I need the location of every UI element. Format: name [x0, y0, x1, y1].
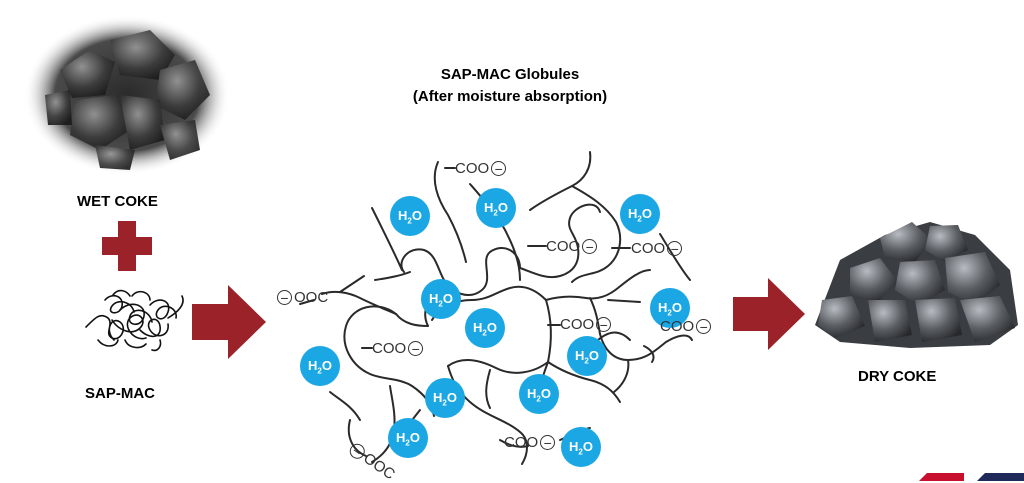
wet-coke-label: WET COKE: [77, 193, 158, 210]
carboxylate-group: COO−: [372, 340, 424, 357]
carboxylate-group: COO−: [660, 318, 712, 335]
water-molecule: H2O: [425, 378, 465, 418]
carboxylate-group: COO−: [546, 238, 598, 255]
carboxylate-group: COO−: [455, 160, 507, 177]
water-molecule: H2O: [620, 194, 660, 234]
water-molecule: H2O: [650, 288, 690, 328]
arrow-right-icon-2: [733, 278, 805, 350]
corner-logo-tab: [919, 473, 1024, 481]
water-molecule: H2O: [476, 188, 516, 228]
carboxylate-group: −OOC: [277, 289, 328, 306]
carboxylate-group: COO−: [504, 434, 556, 451]
sap-mac-label: SAP-MAC: [85, 385, 155, 402]
water-molecule: H2O: [567, 336, 607, 376]
arrow-right-icon: [192, 285, 266, 359]
water-molecule: H2O: [465, 308, 505, 348]
water-molecule: H2O: [388, 418, 428, 458]
plus-icon: [102, 221, 152, 271]
water-molecule: H2O: [519, 374, 559, 414]
water-molecule: H2O: [390, 196, 430, 236]
dry-coke-label: DRY COKE: [858, 368, 937, 385]
diagram-title: SAP-MAC Globules (After moisture absorpt…: [330, 64, 690, 108]
wet-coke-image: [24, 15, 230, 175]
water-molecule: H2O: [561, 427, 601, 467]
water-molecule: H2O: [300, 346, 340, 386]
carboxylate-group: COO−: [560, 316, 612, 333]
water-molecule: H2O: [421, 279, 461, 319]
polymer-coil-icon: [85, 289, 184, 352]
carboxylate-group: COO−: [631, 240, 683, 257]
title-line-1: SAP-MAC Globules: [440, 66, 580, 83]
title-line-2: (After moisture absorption): [412, 88, 608, 105]
polymer-network: [299, 151, 693, 465]
